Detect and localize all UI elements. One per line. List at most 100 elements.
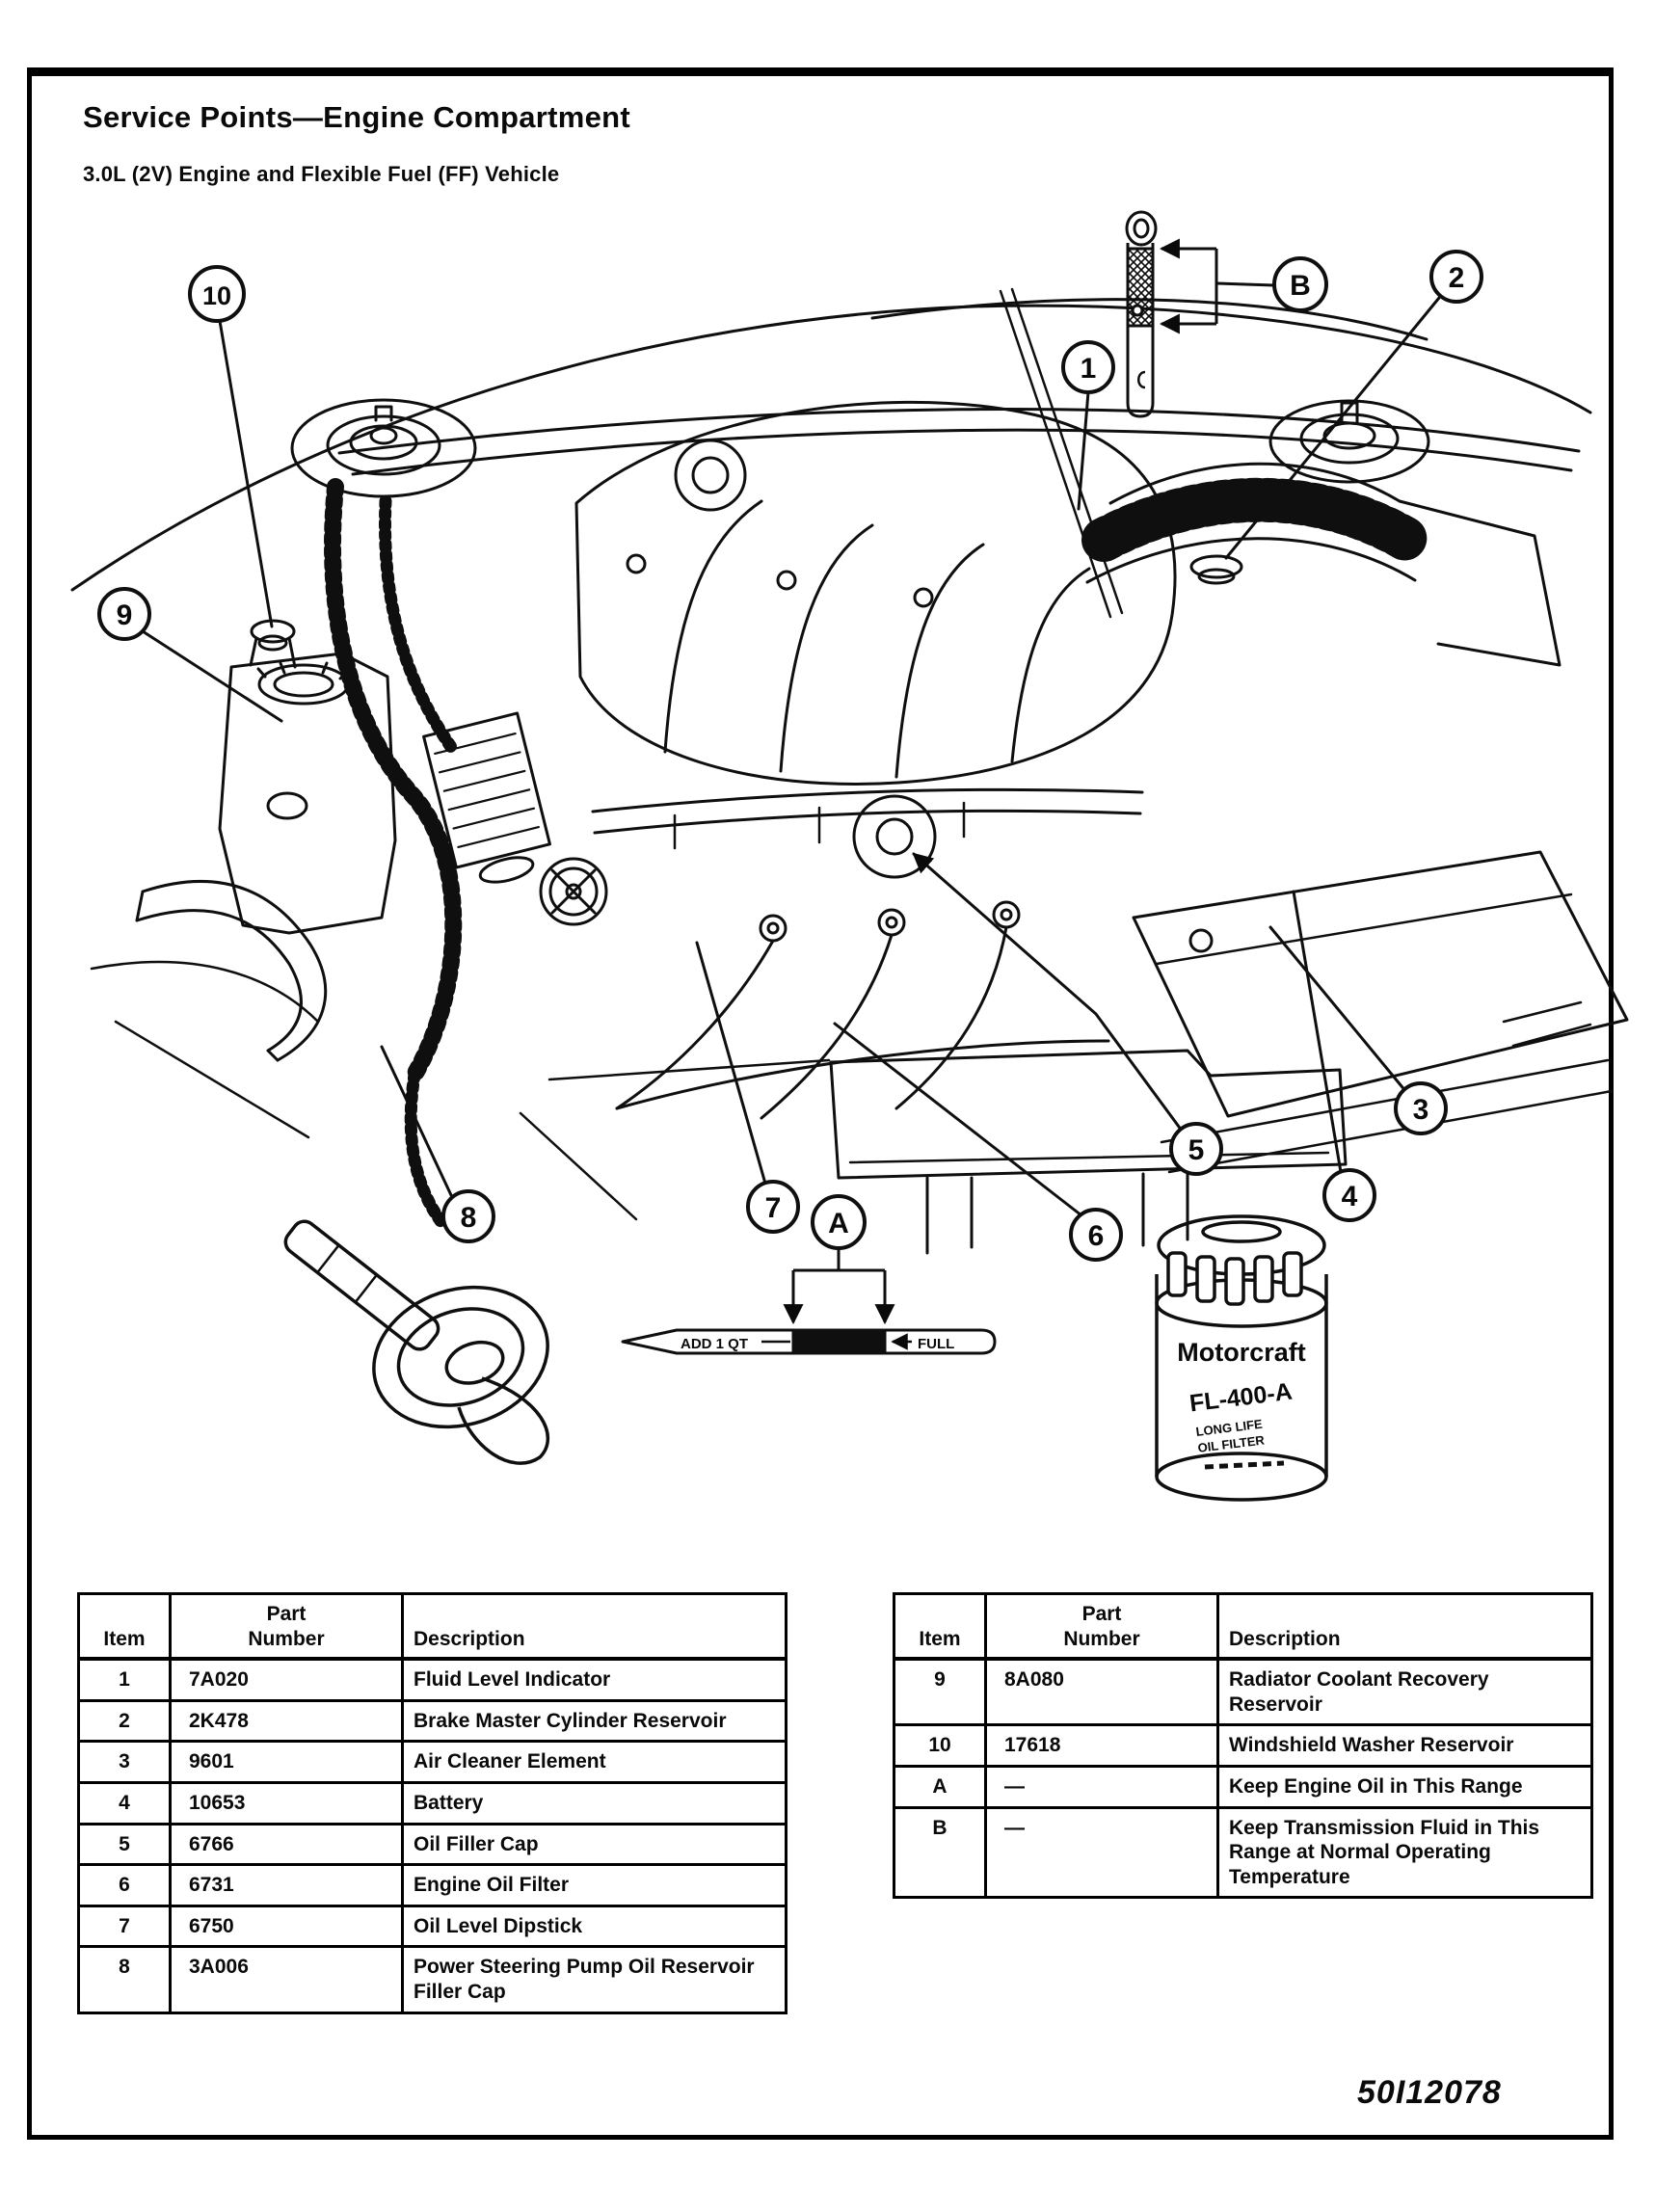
callout-leader-lines — [141, 281, 1441, 1217]
cell-item: 10 — [893, 1723, 987, 1769]
svg-text:8: 8 — [461, 1202, 477, 1234]
cell-part-number: 6750 — [169, 1904, 404, 1949]
oil-filler-cap — [852, 794, 937, 879]
callout-1: 1 — [1061, 340, 1115, 394]
cell-description: Keep Engine Oil in This Range — [1216, 1765, 1593, 1809]
callout-9: 9 — [97, 587, 151, 641]
air-intake-duct — [1081, 462, 1562, 667]
header-description: Description — [1216, 1592, 1593, 1662]
right-strut-tower — [1268, 399, 1430, 484]
cell-description: Brake Master Cylinder Reservoir — [401, 1698, 787, 1744]
svg-text:A: A — [828, 1208, 849, 1239]
page-title: Service Points—Engine Compartment — [83, 100, 631, 134]
cell-description: Oil Level Dipstick — [401, 1904, 787, 1949]
callout-2: 2 — [1429, 250, 1483, 304]
svg-text:4: 4 — [1342, 1181, 1358, 1213]
cell-part-number: 10653 — [169, 1781, 404, 1826]
callout-A: A — [811, 1194, 867, 1250]
header-item: Item — [77, 1592, 172, 1662]
header-description: Description — [401, 1592, 787, 1662]
cell-part-number: 8A080 — [984, 1657, 1219, 1727]
svg-text:B: B — [1290, 270, 1311, 302]
power-steering-cap — [539, 857, 608, 926]
washer-filler-neck — [249, 619, 297, 669]
cell-item: 7 — [77, 1904, 172, 1949]
cell-description: Power Steering Pump Oil Reservoir Filler… — [401, 1945, 787, 2014]
callout-6: 6 — [1069, 1208, 1123, 1262]
oil-filter-brand-label: Motorcraft — [1177, 1338, 1306, 1367]
cell-item: B — [893, 1805, 987, 1900]
engine-line-art — [70, 287, 1629, 1255]
page-subtitle: 3.0L (2V) Engine and Flexible Fuel (FF) … — [83, 162, 560, 186]
callout-4: 4 — [1322, 1168, 1376, 1222]
battery — [1132, 850, 1629, 1174]
valve-cover-panel — [829, 1049, 1348, 1255]
cell-part-number: 6766 — [169, 1822, 404, 1867]
cell-description: Radiator Coolant Recovery Reservoir — [1216, 1657, 1593, 1727]
cell-description: Fluid Level Indicator — [401, 1657, 787, 1702]
callout-7: 7 — [746, 1180, 800, 1234]
svg-text:6: 6 — [1088, 1220, 1105, 1252]
callout-10: 10 — [188, 265, 246, 323]
oil-filter-model-label: FL-400-A — [1188, 1378, 1295, 1418]
page-border-frame — [27, 67, 1614, 2140]
cell-part-number: — — [984, 1765, 1219, 1809]
figure-code: 50I12078 — [1357, 2074, 1502, 2111]
transmission-dipstick-figure — [1125, 210, 1218, 418]
svg-text:9: 9 — [117, 600, 133, 631]
cell-part-number: 7A020 — [169, 1657, 404, 1702]
cell-description: Air Cleaner Element — [401, 1740, 787, 1785]
callout-3: 3 — [1394, 1081, 1448, 1135]
oil-filter-figure: Motorcraft FL-400-A LONG LIFE OIL FILTER — [1155, 1214, 1328, 1502]
add-1-qt-label: ADD 1 QT — [681, 1336, 748, 1352]
intake-manifold — [574, 400, 1177, 786]
callout-B: B — [1272, 256, 1328, 312]
cell-item: 4 — [77, 1781, 172, 1826]
oil-level-strip-figure: ADD 1 QT FULL — [621, 1247, 997, 1355]
full-label: FULL — [918, 1336, 954, 1352]
cell-item: 2 — [77, 1698, 172, 1744]
callout-8: 8 — [441, 1189, 495, 1243]
cell-part-number: 17618 — [984, 1723, 1219, 1769]
table-row: A—Keep Engine Oil in This Range — [893, 1765, 1593, 1809]
filler-cap-handle-figure — [283, 1219, 550, 1465]
cell-item: 8 — [77, 1945, 172, 2014]
cell-item: 9 — [893, 1657, 987, 1727]
svg-text:3: 3 — [1413, 1094, 1429, 1126]
brake-master-cylinder-cap — [1189, 554, 1243, 585]
cell-part-number: 2K478 — [169, 1698, 404, 1744]
svg-text:7: 7 — [765, 1192, 782, 1224]
svg-text:5: 5 — [1188, 1134, 1205, 1166]
spark-plug-wires — [615, 900, 1110, 1120]
coolant-recovery-reservoir — [218, 652, 397, 935]
cell-item: 5 — [77, 1822, 172, 1867]
cell-item: 1 — [77, 1657, 172, 1702]
cell-description: Keep Transmission Fluid in This Range at… — [1216, 1805, 1593, 1900]
cell-item: A — [893, 1765, 987, 1809]
cell-description: Battery — [401, 1781, 787, 1826]
cell-part-number: 3A006 — [169, 1945, 404, 2014]
header-item: Item — [893, 1592, 987, 1662]
callout-5: 5 — [1169, 1122, 1223, 1176]
cell-part-number: 6731 — [169, 1863, 404, 1907]
svg-text:2: 2 — [1449, 262, 1465, 294]
cell-part-number: — — [984, 1805, 1219, 1900]
cell-description: Windshield Washer Reservoir — [1216, 1723, 1593, 1769]
cell-item: 6 — [77, 1863, 172, 1907]
svg-text:10: 10 — [202, 281, 231, 310]
cell-item: 3 — [77, 1740, 172, 1785]
